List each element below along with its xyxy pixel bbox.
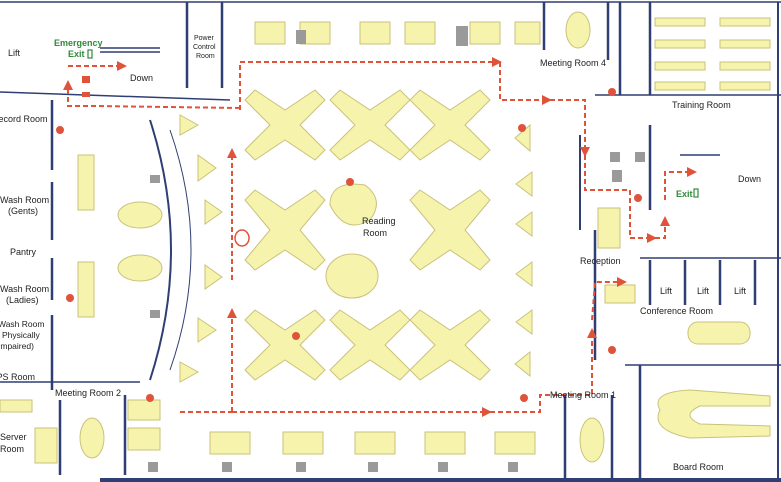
label-wash-ph-3: Impaired): [0, 341, 34, 351]
label-down-left: Down: [130, 73, 153, 83]
label-wash-ladies-1: Wash Room: [0, 284, 49, 294]
label-reading-1: Reading: [362, 216, 396, 226]
furniture: [0, 11, 771, 464]
label-wash-ph-2: Physically: [2, 330, 41, 340]
label-wash-gents-2: (Gents): [8, 206, 38, 216]
label-pantry: Pantry: [10, 247, 37, 257]
label-lift-left: Lift: [8, 48, 21, 58]
label-board-room: Board Room: [673, 462, 724, 472]
label-exit-left: Exit: [68, 49, 85, 59]
evacuation-route: [63, 57, 697, 417]
label-reading-2: Room: [363, 228, 387, 238]
label-power-2: Control: [193, 44, 216, 51]
label-wash-gents-1: Wash Room: [0, 195, 49, 205]
label-reception: Reception: [580, 256, 621, 266]
label-emergency: Emergency: [54, 38, 103, 48]
workstation-pods: [179, 89, 533, 383]
label-wash-ladies-2: (Ladies): [6, 295, 39, 305]
label-lift-3: Lift: [734, 286, 747, 296]
label-power-3: Room: [196, 53, 215, 60]
label-server-2: Room: [0, 444, 24, 454]
label-lift-2: Lift: [697, 286, 710, 296]
assembly-dots: [56, 76, 642, 402]
label-conference-room: Conference Room: [640, 306, 713, 316]
label-meeting-room-1: Meeting Room 1: [550, 390, 616, 400]
exit-sign-icon: [87, 49, 699, 198]
label-record-room: Record Room: [0, 114, 48, 124]
label-exit-right: Exit: [676, 189, 693, 199]
label-server-1: Server: [0, 432, 27, 442]
label-meeting-room-2: Meeting Room 2: [55, 388, 121, 398]
equipment-markers: [148, 26, 645, 472]
label-down-right: Down: [738, 174, 761, 184]
curved-wall: [149, 119, 192, 381]
label-training-room: Training Room: [672, 100, 731, 110]
label-meeting-room-4: Meeting Room 4: [540, 58, 606, 68]
label-power-1: Power: [194, 35, 215, 42]
label-lift-1: Lift: [660, 286, 673, 296]
label-wash-ph-1: Wash Room: [0, 319, 44, 329]
label-ups-room: UPS Room: [0, 372, 35, 382]
